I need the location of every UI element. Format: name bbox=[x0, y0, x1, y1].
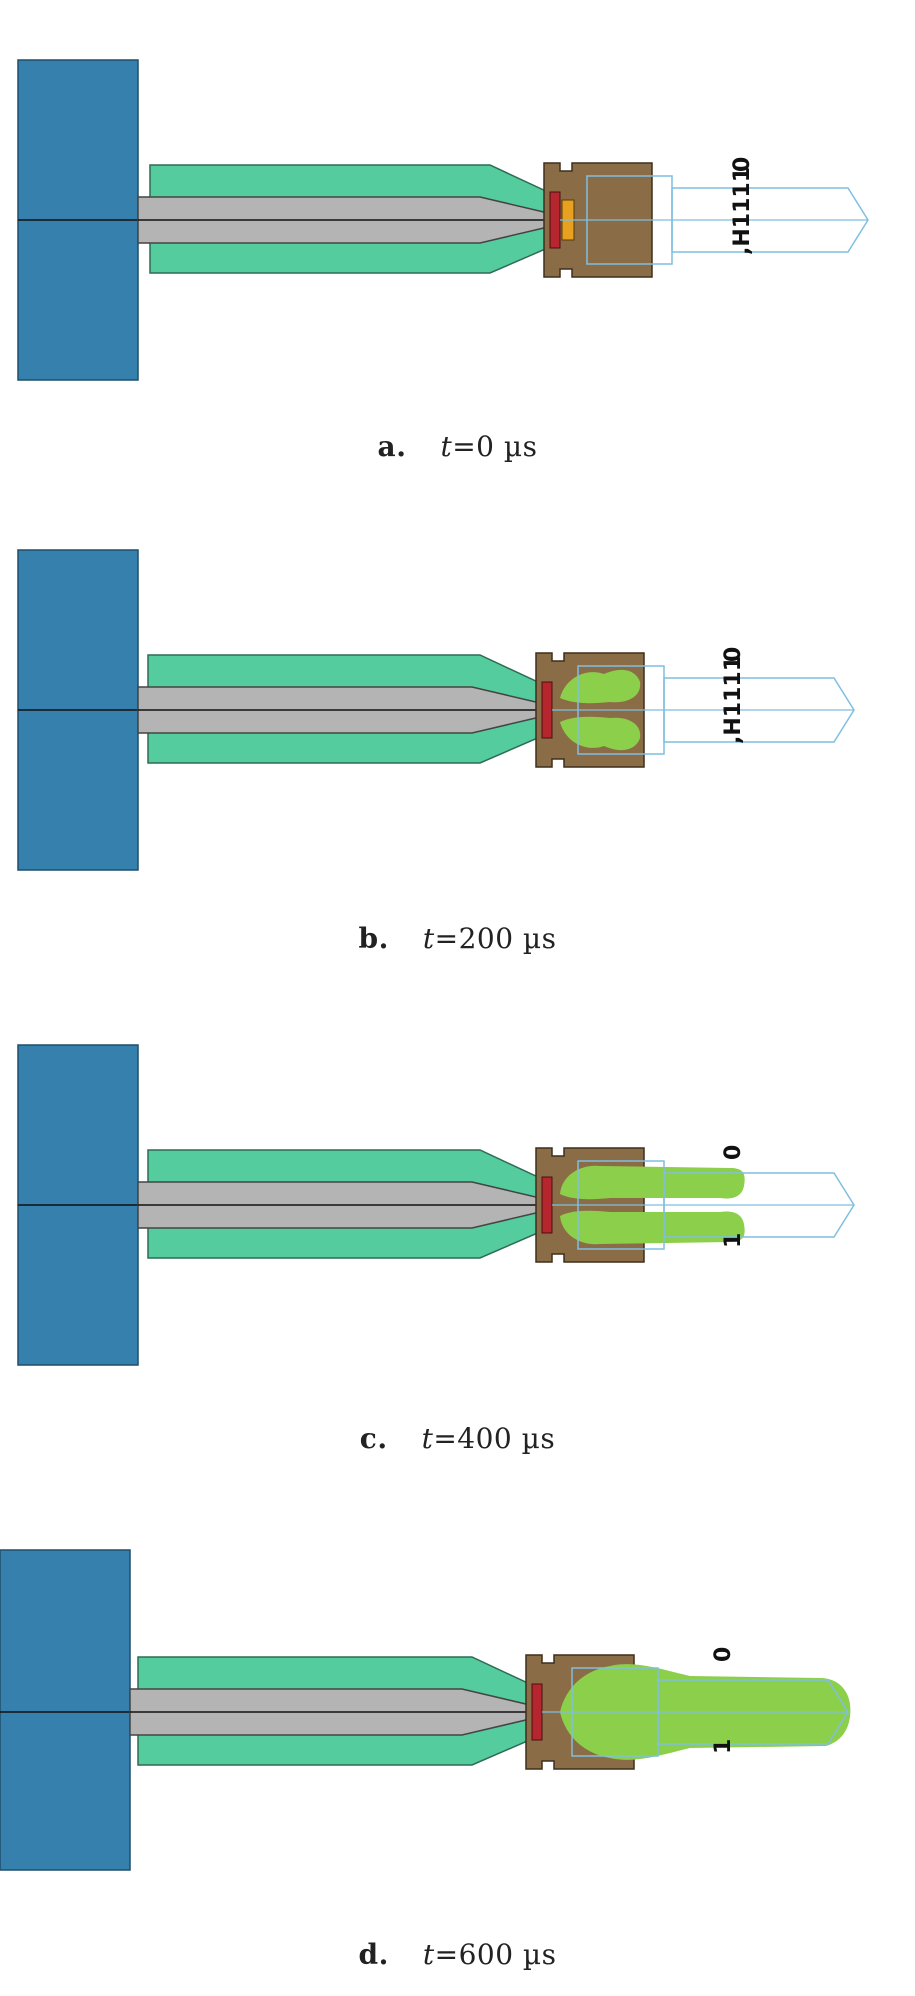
simulation-frame-a: ,H1111 0 bbox=[17, 59, 869, 381]
caption-time-value: =400 µs bbox=[433, 1422, 556, 1455]
panel-b: ,H1111 0 b. t=200 µs bbox=[0, 490, 915, 990]
mesh-label-main: ,H1111 bbox=[721, 656, 746, 744]
caption-d: d. t=600 µs bbox=[0, 1938, 915, 1971]
caption-letter: a. bbox=[377, 430, 407, 463]
caption-time-var: t bbox=[440, 430, 453, 463]
simulation-frame-d: 1 0 bbox=[0, 1549, 851, 1871]
mesh-label-top: 0 bbox=[721, 647, 746, 662]
caption-time-value: =0 µs bbox=[452, 430, 538, 463]
caption-letter: d. bbox=[358, 1938, 389, 1971]
charge-element bbox=[531, 1683, 543, 1741]
simulation-frame-b: ,H1111 0 bbox=[17, 549, 855, 871]
caption-letter: c. bbox=[359, 1422, 388, 1455]
caption-time-var: t bbox=[422, 1938, 435, 1971]
caption-letter: b. bbox=[358, 922, 389, 955]
panel-a: ,H1111 0 a. t=0 µs bbox=[0, 0, 915, 490]
product-plume-upper bbox=[560, 669, 641, 704]
charge-element bbox=[541, 1176, 553, 1234]
mesh-label-main: 1 bbox=[721, 1233, 746, 1248]
outer-tube bbox=[671, 187, 869, 253]
caption-a: a. t=0 µs bbox=[0, 430, 915, 463]
mesh-label-top: 0 bbox=[711, 1647, 736, 1662]
outer-tube bbox=[657, 1679, 849, 1745]
product-plume-lower bbox=[560, 716, 641, 751]
mesh-label-main: ,H1111 bbox=[730, 167, 755, 255]
charge-element bbox=[541, 681, 553, 739]
outer-tube bbox=[663, 677, 855, 743]
product-plume-upper bbox=[560, 1165, 745, 1200]
panel-c: 1 0 c. t=400 µs bbox=[0, 990, 915, 1490]
mesh-label-top: 0 bbox=[721, 1145, 746, 1160]
outer-tube bbox=[663, 1172, 855, 1238]
caption-time-var: t bbox=[422, 922, 435, 955]
mesh-label-main: 1 bbox=[711, 1739, 736, 1754]
charge-element bbox=[549, 191, 561, 249]
simulation-frame-c: 1 0 bbox=[17, 1044, 855, 1366]
base-block bbox=[0, 1549, 131, 1871]
mesh-label-top: 0 bbox=[730, 157, 755, 172]
caption-time-value: =200 µs bbox=[434, 922, 557, 955]
caption-c: c. t=400 µs bbox=[0, 1422, 915, 1455]
product-plume-lower bbox=[560, 1210, 745, 1245]
caption-b: b. t=200 µs bbox=[0, 922, 915, 955]
panel-d: 1 0 d. t=600 µs bbox=[0, 1490, 915, 1996]
caption-time-var: t bbox=[421, 1422, 434, 1455]
caption-time-value: =600 µs bbox=[434, 1938, 557, 1971]
